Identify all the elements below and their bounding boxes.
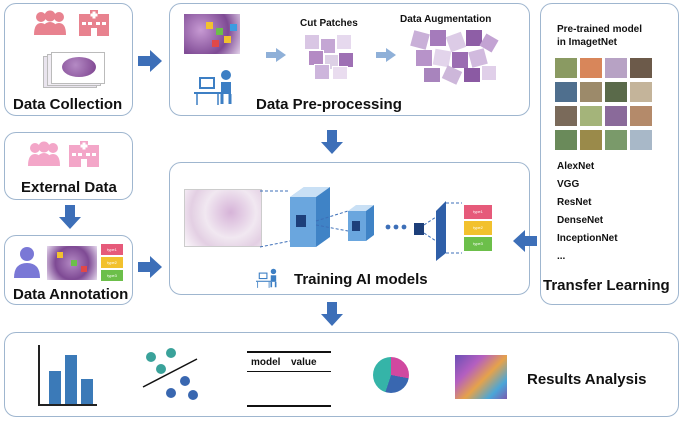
- cnn-icon: [259, 187, 462, 261]
- tissue-image: [184, 189, 262, 247]
- augmentation-grid: [410, 30, 499, 85]
- table-col-model: model: [251, 357, 281, 368]
- model-list: AlexNet VGG ResNet DenseNet InceptionNet…: [557, 158, 618, 266]
- person-computer-icon: [194, 70, 232, 105]
- bar-chart-icon: [38, 345, 97, 406]
- person-icon: [14, 247, 40, 278]
- table-icon: model value: [247, 351, 331, 407]
- arrow-external-to-annotation: [59, 205, 81, 229]
- annotation-tag-3: type3: [101, 270, 123, 281]
- results-analysis-label: Results Analysis: [527, 371, 647, 388]
- cut-patches-label: Cut Patches: [300, 18, 358, 29]
- pretrained-header-line2: in ImagetNet: [557, 37, 618, 48]
- annotation-tag-1: type1: [101, 244, 123, 255]
- hospital-icon: [79, 10, 109, 36]
- model-item-ellipsis: ...: [557, 251, 566, 262]
- arrow-annotation-to-training: [138, 256, 162, 278]
- transfer-learning-label: Transfer Learning: [543, 277, 670, 294]
- arrow-to-augmentation: [376, 48, 396, 62]
- annotated-slide: [47, 246, 97, 280]
- arrow-to-patches: [266, 48, 286, 62]
- training-label: Training AI models: [294, 271, 428, 288]
- people-icon: [28, 141, 60, 166]
- arrow-preprocessing-to-training: [321, 130, 343, 154]
- results-box: model value Results Analysis: [4, 332, 679, 417]
- model-item-alexnet: AlexNet: [557, 161, 595, 172]
- hospital-icon: [69, 141, 99, 167]
- cut-patches-grid: [304, 34, 354, 80]
- model-item-vgg: VGG: [557, 179, 580, 190]
- model-item-inceptionnet: InceptionNet: [557, 233, 618, 244]
- people-icon: [34, 10, 66, 35]
- wsi-thumbnail: [184, 14, 240, 54]
- model-item-resnet: ResNet: [557, 197, 592, 208]
- training-box: type1 type2 type3 Training AI models: [169, 162, 530, 295]
- transfer-learning-box: Pre-trained model in ImagetNet AlexNet V…: [540, 3, 679, 305]
- data-annotation-label: Data Annotation: [13, 286, 129, 303]
- arrow-transfer-to-training: [513, 230, 537, 252]
- preprocessing-box: Cut Patches Data Augmentation Data Pre-p…: [169, 3, 530, 116]
- annotation-tags: type1 type2 type3: [101, 244, 123, 281]
- preprocessing-label: Data Pre-processing: [256, 96, 402, 113]
- output-tags: type1 type2 type3: [464, 205, 492, 251]
- heatmap-icon: [455, 355, 507, 399]
- tissue-slide-icon: [43, 52, 105, 88]
- arrow-collection-to-preprocessing: [138, 50, 162, 72]
- pie-chart-icon: [373, 357, 409, 393]
- data-annotation-box: type1 type2 type3 Data Annotation: [4, 235, 133, 305]
- output-tag-1: type1: [464, 205, 492, 219]
- external-data-label: External Data: [21, 179, 117, 196]
- imagenet-grid: [555, 58, 655, 154]
- data-collection-label: Data Collection: [13, 96, 123, 113]
- model-item-densenet: DenseNet: [557, 215, 604, 226]
- table-col-value: value: [291, 357, 317, 368]
- arrow-training-to-results: [321, 302, 343, 326]
- data-collection-box: Data Collection: [4, 3, 133, 116]
- person-computer-icon: [256, 268, 277, 288]
- external-data-box: External Data: [4, 132, 133, 200]
- augmentation-label: Data Augmentation: [400, 14, 492, 25]
- annotation-tag-2: type2: [101, 257, 123, 268]
- pretrained-header-line1: Pre-trained model: [557, 24, 643, 35]
- output-tag-3: type3: [464, 237, 492, 251]
- output-tag-2: type2: [464, 221, 492, 235]
- scatter-icon: [142, 348, 198, 400]
